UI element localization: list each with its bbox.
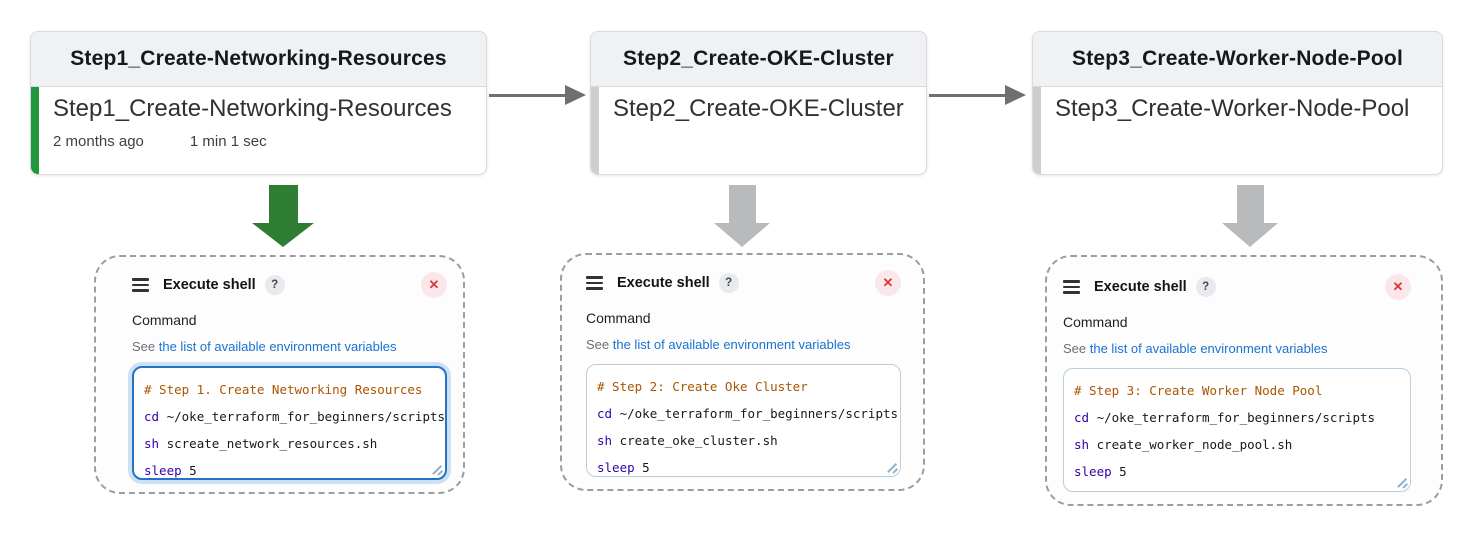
job-card-step1-header: Step1_Create-Networking-Resources xyxy=(31,32,486,87)
job-card-step2-header: Step2_Create-OKE-Cluster xyxy=(591,32,926,87)
arrow-stem xyxy=(268,185,298,223)
build-step-title: Execute shell xyxy=(163,277,256,293)
see-text: See xyxy=(586,337,613,352)
resize-grip-icon[interactable] xyxy=(1396,477,1407,488)
see-text: See xyxy=(1063,341,1090,356)
arrow-head xyxy=(252,223,314,247)
arrow-head xyxy=(714,223,770,247)
flow-arrow-step1-to-step2 xyxy=(489,85,586,105)
command-label: Command xyxy=(586,310,651,326)
down-arrow-step3-gray xyxy=(1222,185,1278,247)
resize-grip-icon[interactable] xyxy=(431,464,442,475)
execute-shell-panel-step2: Execute shell ? ✕ Command See the list o… xyxy=(560,253,925,491)
drag-handle-icon[interactable] xyxy=(1063,280,1080,294)
status-bar-idle xyxy=(591,87,599,174)
status-bar-idle xyxy=(1033,87,1041,174)
build-step-header: Execute shell ? ✕ xyxy=(586,270,901,296)
close-icon[interactable]: ✕ xyxy=(875,270,901,296)
build-step-header: Execute shell ? ✕ xyxy=(132,272,447,298)
env-vars-line: See the list of available environment va… xyxy=(586,337,901,352)
job-title[interactable]: Step2_Create-OKE-Cluster xyxy=(613,95,904,122)
job-title[interactable]: Step3_Create-Worker-Node-Pool xyxy=(1055,95,1410,122)
job-last-run-time: 2 months ago xyxy=(53,133,144,150)
arrow-stem xyxy=(1236,185,1264,223)
env-vars-link[interactable]: the list of available environment variab… xyxy=(158,339,397,354)
build-step-title: Execute shell xyxy=(1094,279,1187,295)
command-label: Command xyxy=(132,312,197,328)
job-card-step3-body: Step3_Create-Worker-Node-Pool xyxy=(1033,87,1442,174)
env-vars-link[interactable]: the list of available environment variab… xyxy=(612,337,851,352)
drag-handle-icon[interactable] xyxy=(132,278,149,292)
status-bar-success xyxy=(31,87,39,174)
env-vars-link[interactable]: the list of available environment variab… xyxy=(1089,341,1328,356)
env-vars-line: See the list of available environment va… xyxy=(1063,341,1411,356)
help-icon[interactable]: ? xyxy=(1195,277,1216,297)
close-icon[interactable]: ✕ xyxy=(1385,274,1411,300)
see-text: See xyxy=(132,339,159,354)
build-step-title: Execute shell xyxy=(617,275,710,291)
job-meta: 2 months ago 1 min 1 sec xyxy=(53,133,480,150)
arrow-head xyxy=(1222,223,1278,247)
env-vars-line: See the list of available environment va… xyxy=(132,339,447,354)
down-arrow-step1-green xyxy=(252,185,314,247)
job-card-step2-body: Step2_Create-OKE-Cluster xyxy=(591,87,926,174)
job-card-step3[interactable]: Step3_Create-Worker-Node-Pool Step3_Crea… xyxy=(1032,31,1443,175)
close-icon[interactable]: ✕ xyxy=(421,272,447,298)
job-card-step1-body: Step1_Create-Networking-Resources 2 mont… xyxy=(31,87,486,174)
help-icon[interactable]: ? xyxy=(718,273,739,293)
execute-shell-panel-step3: Execute shell ? ✕ Command See the list o… xyxy=(1045,255,1443,506)
job-title[interactable]: Step1_Create-Networking-Resources xyxy=(53,95,452,122)
command-label: Command xyxy=(1063,314,1128,330)
down-arrow-step2-gray xyxy=(714,185,770,247)
drag-handle-icon[interactable] xyxy=(586,276,603,290)
job-card-step3-header: Step3_Create-Worker-Node-Pool xyxy=(1033,32,1442,87)
resize-grip-icon[interactable] xyxy=(886,462,897,473)
help-icon[interactable]: ? xyxy=(264,275,285,295)
build-step-header: Execute shell ? ✕ xyxy=(1063,274,1411,300)
job-duration: 1 min 1 sec xyxy=(189,133,267,150)
job-card-step2[interactable]: Step2_Create-OKE-Cluster Step2_Create-OK… xyxy=(590,31,927,175)
job-card-step1[interactable]: Step1_Create-Networking-Resources Step1_… xyxy=(30,31,487,175)
execute-shell-panel-step1: Execute shell ? ✕ Command See the list o… xyxy=(94,255,465,494)
arrow-stem xyxy=(728,185,756,223)
flow-arrow-step2-to-step3 xyxy=(929,85,1026,105)
